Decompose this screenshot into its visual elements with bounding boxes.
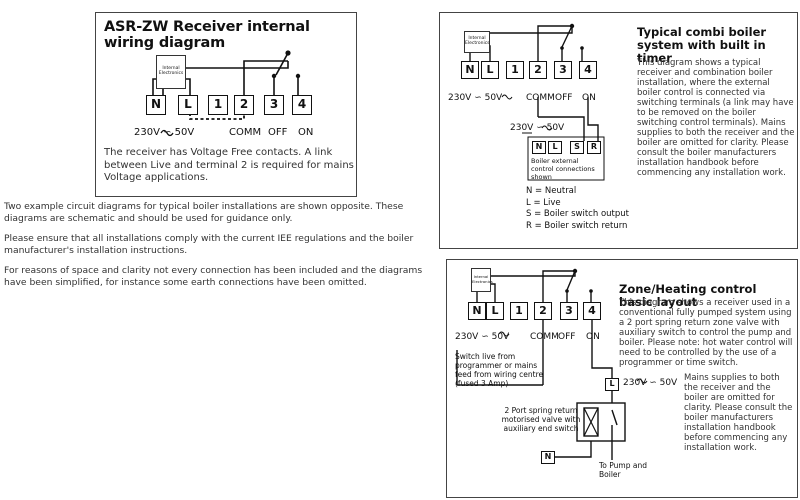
terminal-n: N [146,95,166,115]
combi-terminal-4: 4 [579,61,597,79]
zone-terminal-l: L [486,302,504,320]
combi-boiler-title: Typical combi boiler system with built i… [637,25,767,65]
zone-terminal-1: 1 [510,302,528,320]
comm-label: COMM [229,127,262,138]
valve-terminal-l: L [605,378,619,391]
live-link-dashed [189,113,245,120]
regulations-paragraph: Please ensure that all installations com… [4,233,414,256]
clarity-paragraph: For reasons of space and clarity not eve… [4,265,423,288]
zone-heating-description: This diagram shows a receiver used in a … [619,298,793,368]
boiler-connections-label: Boiler external control connections show… [531,157,595,181]
combi-boiler-voltage-label: 230V ∽ 50V [510,123,565,133]
combi-off-label: OFF [555,93,573,103]
zone-electronics-box: Internal Electronics [471,268,493,292]
receiver-wiring-panel: ASR-ZW Receiver internal wiring diagram … [95,12,357,197]
zone-on-label: ON [586,332,600,342]
terminal-2: 2 [234,95,254,115]
switch-live-note: Switch live from programmer or mains fee… [455,352,544,388]
combi-electronics-box: Internal Electronics [464,31,490,53]
zone-terminal-3: 3 [560,302,578,320]
zone-heating-title: Zone/Heating control basic layout [619,282,757,309]
legend-live: L = Live [526,197,561,208]
combi-terminal-2: 2 [529,61,547,79]
terminal-1: 1 [208,95,228,115]
boiler-terminal-n: N [532,141,546,154]
zone-voltage-label: 230V ∽ 50V [455,332,510,342]
valve-terminal-n: N [541,451,555,464]
boiler-terminal-l: L [548,141,562,154]
legend-neutral: N = Neutral [526,186,577,196]
legend-switch-return: R = Boiler switch return [526,220,628,231]
receiver-wiring-title: ASR-ZW Receiver internal wiring diagram [104,19,310,51]
voltage-label: 230V ∽ 50V [134,127,195,138]
boiler-terminal-r: R [587,141,601,154]
zone-terminal-4: 4 [583,302,601,320]
combi-voltage-label: 230V ∽ 50V [448,93,503,103]
terminal-l: L [178,95,198,115]
on-label: ON [298,127,314,138]
zone-electronics-label: Internal Electronics [472,274,493,284]
receiver-wiring-description: The receiver has Voltage Free contacts. … [104,147,354,183]
combi-comm-label: COMM [526,93,555,103]
terminal-3: 3 [264,95,284,115]
valve-note: 2 Port spring return motorised valve wit… [501,406,581,433]
terminal-4: 4 [292,95,312,115]
zone-comm-label: COMM [530,332,559,342]
combi-terminal-3: 3 [554,61,572,79]
intro-paragraph: Two example circuit diagrams for typical… [4,201,404,224]
combi-terminal-n: N [461,61,479,79]
to-pump-note: To Pump and Boiler [599,461,647,479]
zone-valve-box [576,402,626,442]
off-label: OFF [268,127,288,138]
zone-valve-symbol [583,407,599,437]
combi-terminal-l: L [481,61,499,79]
boiler-terminal-s: S [570,141,584,154]
legend-switch-output: S = Boiler switch output [526,209,629,219]
zone-terminal-2: 2 [534,302,552,320]
combi-on-label: ON [582,93,596,103]
zone-wiring-lines [456,268,648,460]
zone-valve-voltage-label: 230V ∽ 50V [623,378,678,388]
combi-electronics-label: Internal Electronics [465,36,490,46]
zone-off-label: OFF [558,332,576,342]
receiver-wiring-lines [152,50,301,137]
combi-terminal-1: 1 [506,61,524,79]
combi-boiler-description: This diagram shows a typical receiver an… [637,58,795,178]
zone-heating-panel: Zone/Heating control basic layout Intern… [446,259,798,498]
internal-electronics-label: Internal Electronics [158,66,184,76]
zone-terminal-n: N [468,302,486,320]
internal-electronics-box: Internal Electronics [156,55,186,89]
zone-heating-description-2: Mains supplies to both the receiver and … [684,373,793,453]
combi-boiler-panel: Typical combi boiler system with built i… [439,12,798,249]
